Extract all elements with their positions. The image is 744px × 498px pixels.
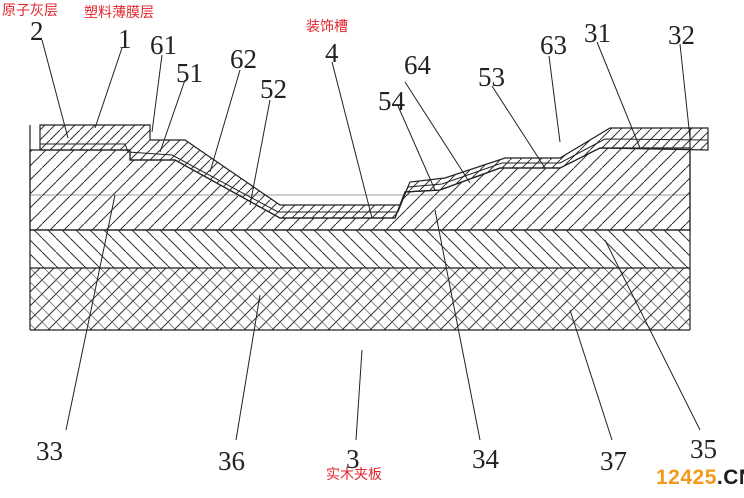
- part-number-1: 1: [118, 24, 132, 54]
- part-number-62: 62: [230, 44, 257, 74]
- part-number-64: 64: [404, 50, 431, 80]
- part-number-31: 31: [584, 18, 611, 48]
- part-number-51: 51: [176, 58, 203, 88]
- label-decorative-groove: 装饰槽: [306, 19, 348, 35]
- part-number-63: 63: [540, 30, 567, 60]
- part-number-33: 33: [36, 436, 63, 466]
- watermark: 12425.CN: [656, 467, 744, 488]
- part-number-34: 34: [472, 444, 499, 474]
- watermark-suffix: .CN: [716, 466, 744, 489]
- part-number-61: 61: [150, 30, 177, 60]
- part-number-52: 52: [260, 74, 287, 104]
- leader-lines: [41, 39, 701, 441]
- part-number-35: 35: [690, 434, 717, 464]
- plywood-bottom-layer: [30, 268, 690, 331]
- label-solid-wood-plywood: 实木夹板: [326, 467, 382, 483]
- label-plastic-film-layer: 塑料薄膜层: [84, 5, 154, 21]
- surface-coating-layer: [39, 124, 709, 219]
- watermark-digits: 12425: [656, 466, 717, 489]
- part-number-2: 2: [30, 16, 44, 46]
- label-atom-ash-layer: 原子灰层: [2, 3, 58, 19]
- part-number-53: 53: [478, 62, 505, 92]
- part-number-54: 54: [378, 86, 405, 116]
- part-number-36: 36: [218, 446, 245, 476]
- part-number-32: 32: [668, 20, 695, 50]
- part-number-37: 37: [600, 446, 627, 476]
- part-number-4: 4: [325, 38, 339, 68]
- plywood-middle-layer: [30, 229, 690, 269]
- part-number-3: 3: [346, 444, 360, 474]
